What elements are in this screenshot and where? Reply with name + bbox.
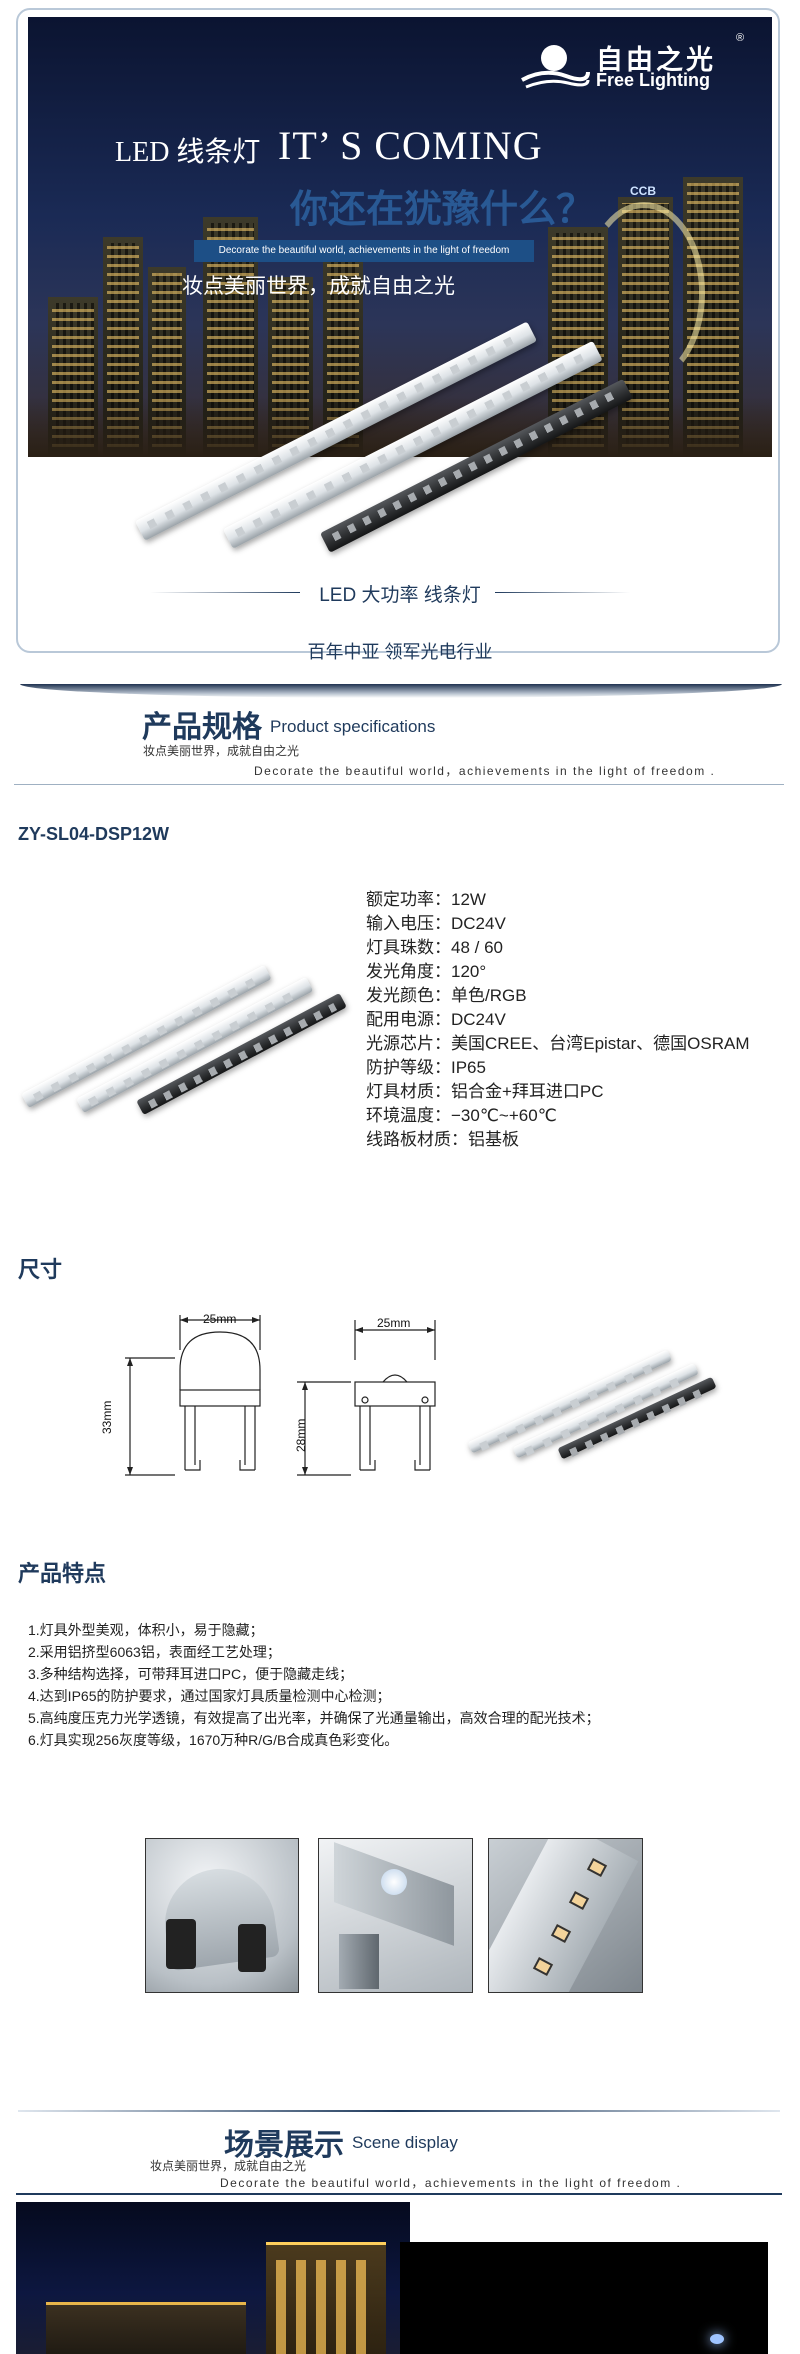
scene-title-en: Scene display <box>352 2133 458 2152</box>
feature-item: 2.采用铝挤型6063铝，表面经工艺处理； <box>28 1644 281 1660</box>
profile-diagram-a <box>125 1315 261 1476</box>
arc-light-decoration <box>583 202 705 384</box>
scene-photo-street <box>400 2242 768 2354</box>
spec-item: 灯具材质：铝合金+拜耳进口PC <box>366 1082 604 1101</box>
dim-b-width: 25mm <box>377 1316 411 1330</box>
scene-divider <box>16 2193 782 2195</box>
brand-en: Free Lighting <box>596 70 710 90</box>
profile-photo-1 <box>145 1838 299 1993</box>
scene-top-line <box>18 2110 780 2112</box>
spec-title-en: Product specifications <box>270 717 436 736</box>
spec-bar-white-1 <box>21 964 272 1109</box>
features-title: 产品特点 <box>18 1561 107 1586</box>
spec-item: 灯具珠数：48 / 60 <box>366 938 503 957</box>
model-number: ZY-SL04-DSP12W <box>18 824 170 844</box>
spec-item: 防护等级：IP65 <box>366 1058 486 1077</box>
size-title: 尺寸 <box>18 1257 63 1282</box>
profile-photo-2 <box>318 1838 473 1993</box>
spec-sub-en: Decorate the beautiful world，achievement… <box>254 764 716 778</box>
feature-item: 4.达到IP65的防护要求，通过国家灯具质量检测中心检测； <box>28 1688 391 1704</box>
brand-cn: 自由之光 <box>596 45 716 75</box>
scene-title-cn: 场景展示 <box>224 2129 344 2162</box>
dim-b-height: 28mm <box>294 1418 308 1452</box>
hero-tagline-en: Decorate the beautiful world, achievemen… <box>194 240 534 262</box>
headline-led: LED 线条灯 <box>115 137 261 168</box>
hero-night-city <box>28 17 772 457</box>
feature-item: 5.高纯度压克力光学透镜，有效提高了出光率，并确保了光通量输出，高效合理的配光技… <box>28 1710 600 1726</box>
scene-photo-building <box>16 2202 410 2354</box>
spec-item: 配用电源：DC24V <box>366 1010 506 1029</box>
spec-title-cn: 产品规格 <box>142 711 262 744</box>
caption-line-left <box>150 592 300 593</box>
headline-coming: IT’ S COMING <box>278 123 543 168</box>
dim-a-width: 25mm <box>203 1312 237 1326</box>
spec-item: 发光颜色：单色/RGB <box>366 986 527 1005</box>
feature-item: 6.灯具实现256灰度等级，1670万种R/G/B合成真色彩变化。 <box>28 1732 399 1748</box>
profile-diagram-b <box>297 1320 436 1476</box>
scene-sub-en: Decorate the beautiful world，achievement… <box>220 2176 682 2190</box>
scene-sub-cn: 妆点美丽世界，成就自由之光 <box>150 2159 307 2173</box>
spec-item: 线路板材质：铝基板 <box>366 1130 519 1149</box>
profile-photo-3 <box>488 1838 643 1993</box>
sun-wave-logo-icon <box>521 45 590 89</box>
hero-slogan: 百年中亚 领军光电行业 <box>307 642 493 662</box>
feature-item: 1.灯具外型美观，体积小，易于隐藏； <box>28 1622 264 1638</box>
spec-header-band <box>20 684 782 698</box>
feature-item: 3.多种结构选择，可带拜耳进口PC，便于隐藏走线； <box>28 1666 354 1682</box>
dim-a-height: 33mm <box>100 1400 114 1434</box>
features-list: 1.灯具外型美观，体积小，易于隐藏； 2.采用铝挤型6063铝，表面经工艺处理；… <box>28 1619 600 1751</box>
spec-item: 额定功率：12W <box>366 890 486 909</box>
spec-item: 光源芯片：美国CREE、台湾Epistar、德国OSRAM <box>366 1034 750 1053</box>
spec-sub-cn: 妆点美丽世界，成就自由之光 <box>143 744 300 758</box>
spec-item: 输入电压：DC24V <box>366 914 506 933</box>
product-caption: LED 大功率 线条灯 <box>319 585 481 606</box>
registered-mark: ® <box>736 32 745 44</box>
caption-line-right <box>495 592 630 593</box>
spec-item: 发光角度：120° <box>366 962 487 981</box>
brand-logo: 自由之光 ® Free Lighting <box>520 32 760 98</box>
headline-question: 你还在犹豫什么？ <box>290 189 595 231</box>
ccb-mark: CCB <box>630 184 656 198</box>
spec-divider <box>14 784 784 785</box>
hero-tagline-cn: 妆点美丽世界，成就自由之光 <box>182 275 455 298</box>
spec-list: 额定功率：12W 输入电压：DC24V 灯具珠数：48 / 60 发光角度：12… <box>366 888 749 1152</box>
spec-item: 环境温度：−30℃~+60℃ <box>366 1106 557 1125</box>
